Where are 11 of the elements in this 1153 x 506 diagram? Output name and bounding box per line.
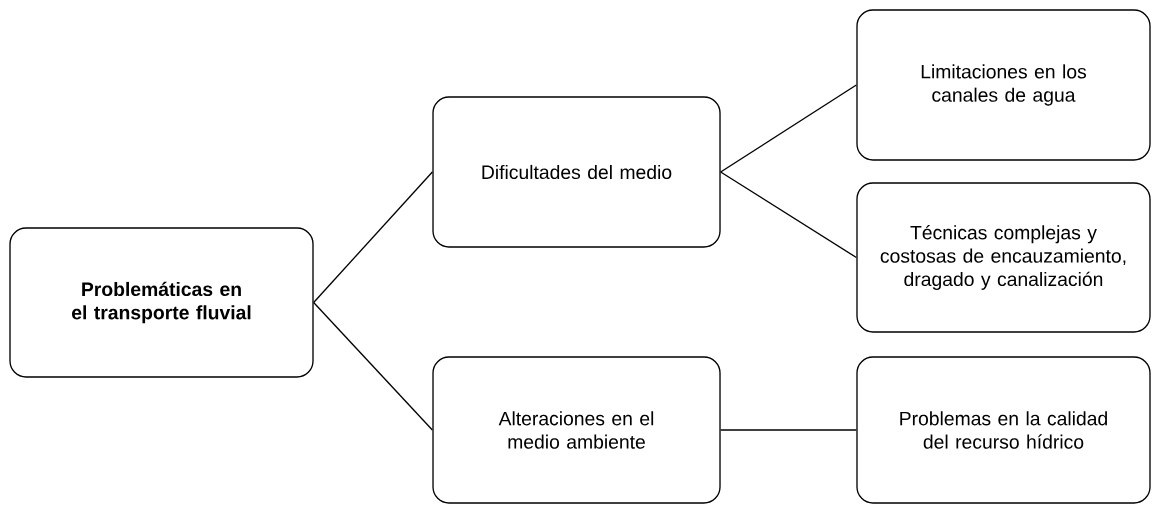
box: Problemáticas en el transporte fluvial <box>9 227 314 378</box>
box: Problemas en la calidad del recurso hídrico <box>856 356 1151 504</box>
connector-line <box>720 84 857 173</box>
connector-line <box>313 301 433 431</box>
box: Limitaciones en los canales de agua <box>856 9 1151 161</box>
box: Técnicas complejas y costosas de encauzamiento, dragado y canalización <box>856 182 1151 333</box>
box: Dificultades del medio <box>432 96 721 248</box>
box: Alteraciones en el medio ambiente <box>432 356 721 504</box>
connector-line <box>313 171 433 304</box>
connector-line <box>720 429 857 431</box>
connector-line <box>720 171 857 259</box>
